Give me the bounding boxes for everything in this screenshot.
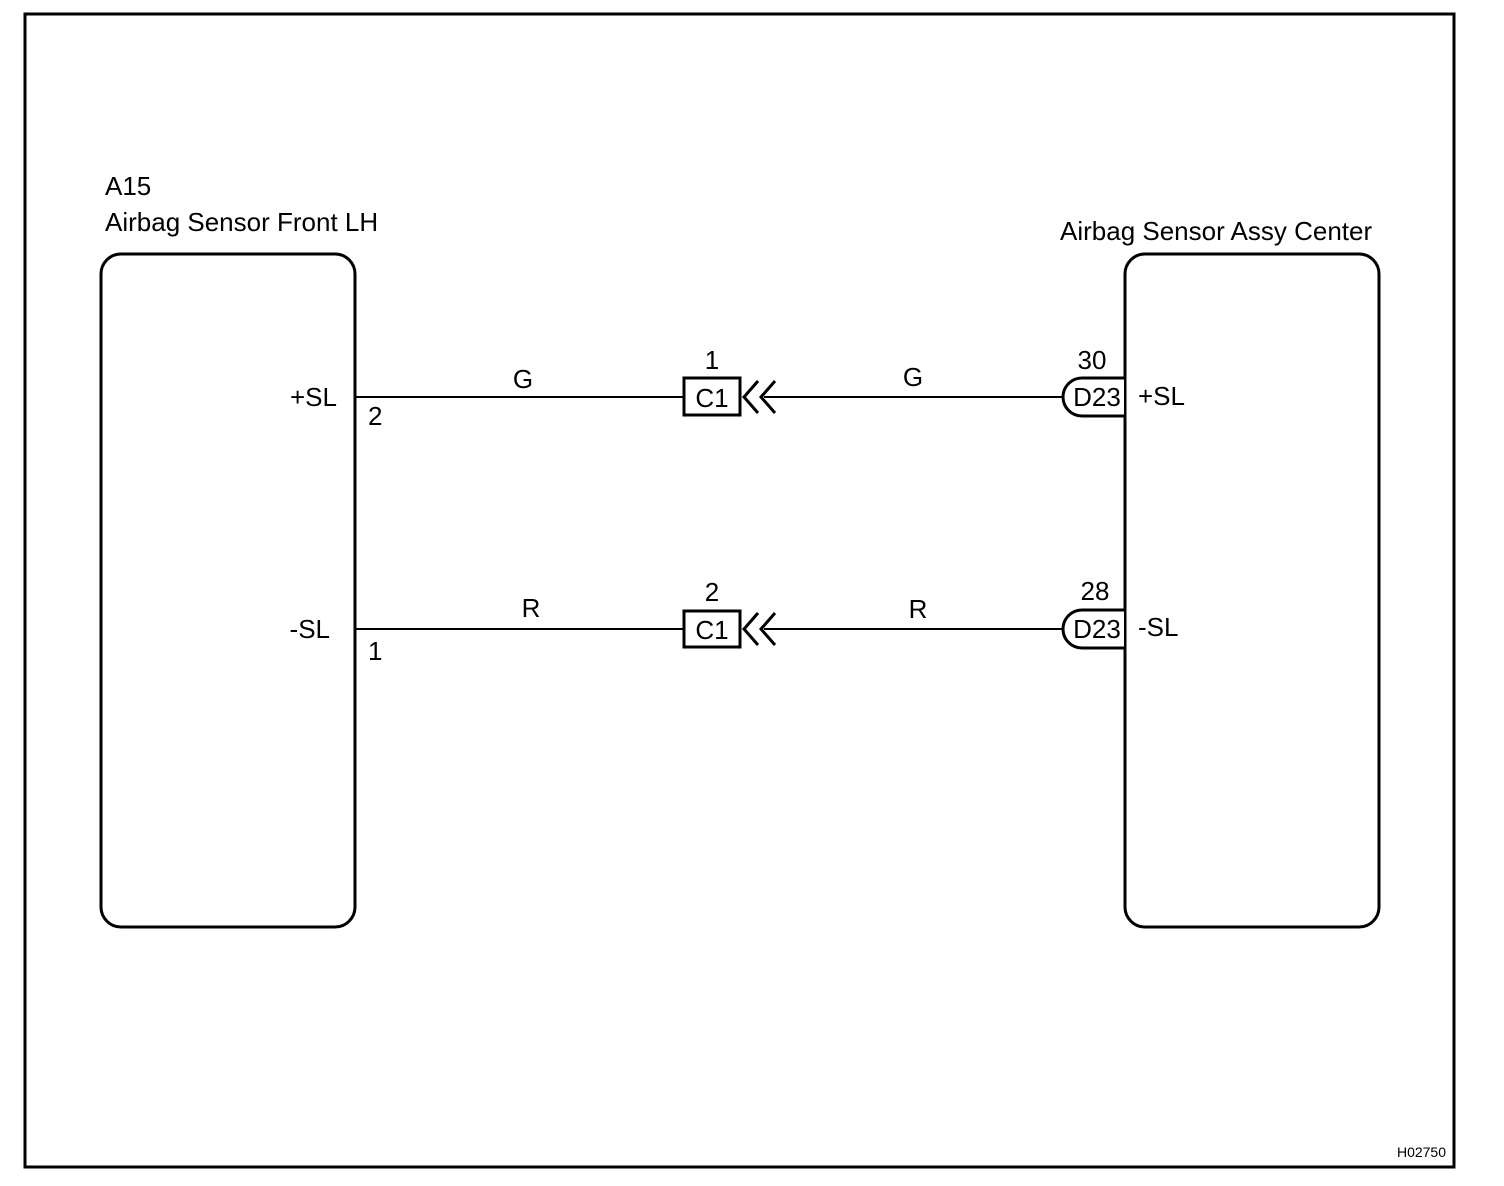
right-pin-upper-name: +SL <box>1138 381 1185 411</box>
right-component-name: Airbag Sensor Assy Center <box>1060 216 1372 246</box>
right-connector-lower-shape <box>1061 608 1124 650</box>
wire-upper-right-color: G <box>903 362 923 392</box>
junction-lower-code: C1 <box>695 615 728 645</box>
right-connector-upper-code: D23 <box>1073 382 1121 412</box>
junction-upper-box <box>682 376 742 417</box>
junction-lower-pin: 2 <box>705 577 719 607</box>
wire-lower-left-color: R <box>522 593 541 623</box>
left-component-code: A15 <box>105 171 151 201</box>
junction-lower-chevron-icon <box>742 612 777 646</box>
left-pin-lower-number: 1 <box>368 636 382 666</box>
left-component-name: Airbag Sensor Front LH <box>105 207 378 237</box>
wire-upper-left-color: G <box>513 364 533 394</box>
left-pin-lower-name: -SL <box>290 614 330 644</box>
junction-upper-chevron-icon <box>742 380 777 414</box>
left-component-box <box>99 252 357 929</box>
right-connector-upper-shape <box>1061 376 1124 418</box>
junction-lower-box <box>682 609 742 649</box>
junction-upper-code: C1 <box>695 383 728 413</box>
right-pin-upper-number: 30 <box>1078 345 1107 375</box>
left-pin-upper-name: +SL <box>290 382 337 412</box>
wire-lower-right-color: R <box>909 594 928 624</box>
diagram-frame <box>23 12 1456 1169</box>
right-pin-lower-name: -SL <box>1138 612 1178 642</box>
figure-code: H02750 <box>1397 1144 1446 1160</box>
junction-upper-pin: 1 <box>705 345 719 375</box>
right-component-box <box>1123 252 1381 929</box>
left-pin-upper-number: 2 <box>368 401 382 431</box>
right-connector-lower-code: D23 <box>1073 614 1121 644</box>
right-pin-lower-number: 28 <box>1081 576 1110 606</box>
